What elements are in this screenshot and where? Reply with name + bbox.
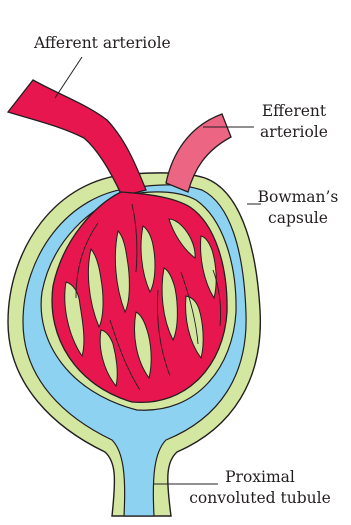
bowman-label-line1: Bowman’s xyxy=(250,187,346,208)
label-efferent-arteriole: Efferent arteriole xyxy=(248,101,340,143)
afferent-arteriole xyxy=(8,80,146,196)
leader-line-afferent xyxy=(55,57,82,98)
efferent-label-line1: Efferent xyxy=(248,101,340,122)
afferent-label-text: Afferent arteriole xyxy=(34,34,171,52)
label-proximal-convoluted-tubule: Proximal convoluted tubule xyxy=(176,467,344,509)
bowman-label-line2: capsule xyxy=(250,208,346,229)
efferent-label-line2: arteriole xyxy=(248,122,340,143)
label-afferent-arteriole: Afferent arteriole xyxy=(34,33,171,54)
pct-label-line1: Proximal xyxy=(176,467,344,488)
label-bowmans-capsule: Bowman’s capsule xyxy=(250,187,346,229)
pct-label-line2: convoluted tubule xyxy=(176,488,344,509)
